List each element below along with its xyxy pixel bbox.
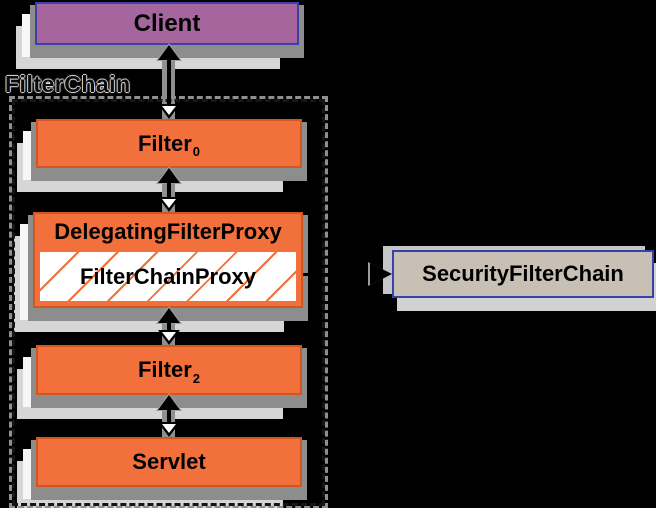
double-arrow-filter2-servlet: [156, 393, 182, 437]
double-arrow-client-filter0: [156, 43, 182, 119]
arrow-shaft: [167, 176, 171, 204]
filterchain-frame: [9, 96, 328, 508]
arrowhead-right-triangle: [370, 263, 392, 285]
client-label: Client: [133, 9, 201, 37]
arrow-shaft: [167, 53, 171, 111]
filter-chain-proxy-label: FilterChainProxy: [79, 263, 257, 289]
servlet-node: Servlet: [36, 437, 302, 487]
arrow-shaft: [167, 316, 171, 337]
double-arrow-dfp-filter2: [156, 306, 182, 345]
double-arrow-filter0-dfp: [156, 166, 182, 212]
filter2-label: Filter: [137, 357, 192, 382]
connector-line: [303, 273, 373, 276]
client-node: Client: [35, 2, 299, 45]
filter0-label: Filter: [137, 130, 192, 156]
arrowhead-up-icon: [158, 308, 180, 323]
delegating-filter-proxy-label: DelegatingFilterProxy: [54, 219, 282, 244]
security-filter-chain-node: SecurityFilterChain: [392, 250, 654, 298]
filter0-subscript: 0: [192, 144, 201, 159]
security-filter-chain-label: SecurityFilterChain: [422, 261, 624, 286]
filterchain-label: FilterChain: [5, 71, 131, 97]
arrow-shaft: [167, 403, 171, 429]
arrowhead-down-inner: [162, 106, 176, 115]
arrowhead-down-inner: [162, 199, 176, 208]
filter-chain-proxy-node: FilterChainProxy: [40, 252, 296, 301]
arrowhead-up-icon: [158, 395, 180, 410]
arrowhead-up-icon: [158, 45, 180, 60]
arrowhead-down-inner: [162, 424, 176, 433]
arrowhead-down-inner: [162, 332, 176, 341]
arrowhead-right-icon: [368, 262, 392, 286]
servlet-label: Servlet: [132, 449, 206, 474]
arrowhead-up-icon: [158, 168, 180, 183]
delegating-filter-proxy-node: DelegatingFilterProxy FilterChainProxy: [33, 212, 303, 308]
filter2-subscript: 2: [192, 370, 201, 386]
